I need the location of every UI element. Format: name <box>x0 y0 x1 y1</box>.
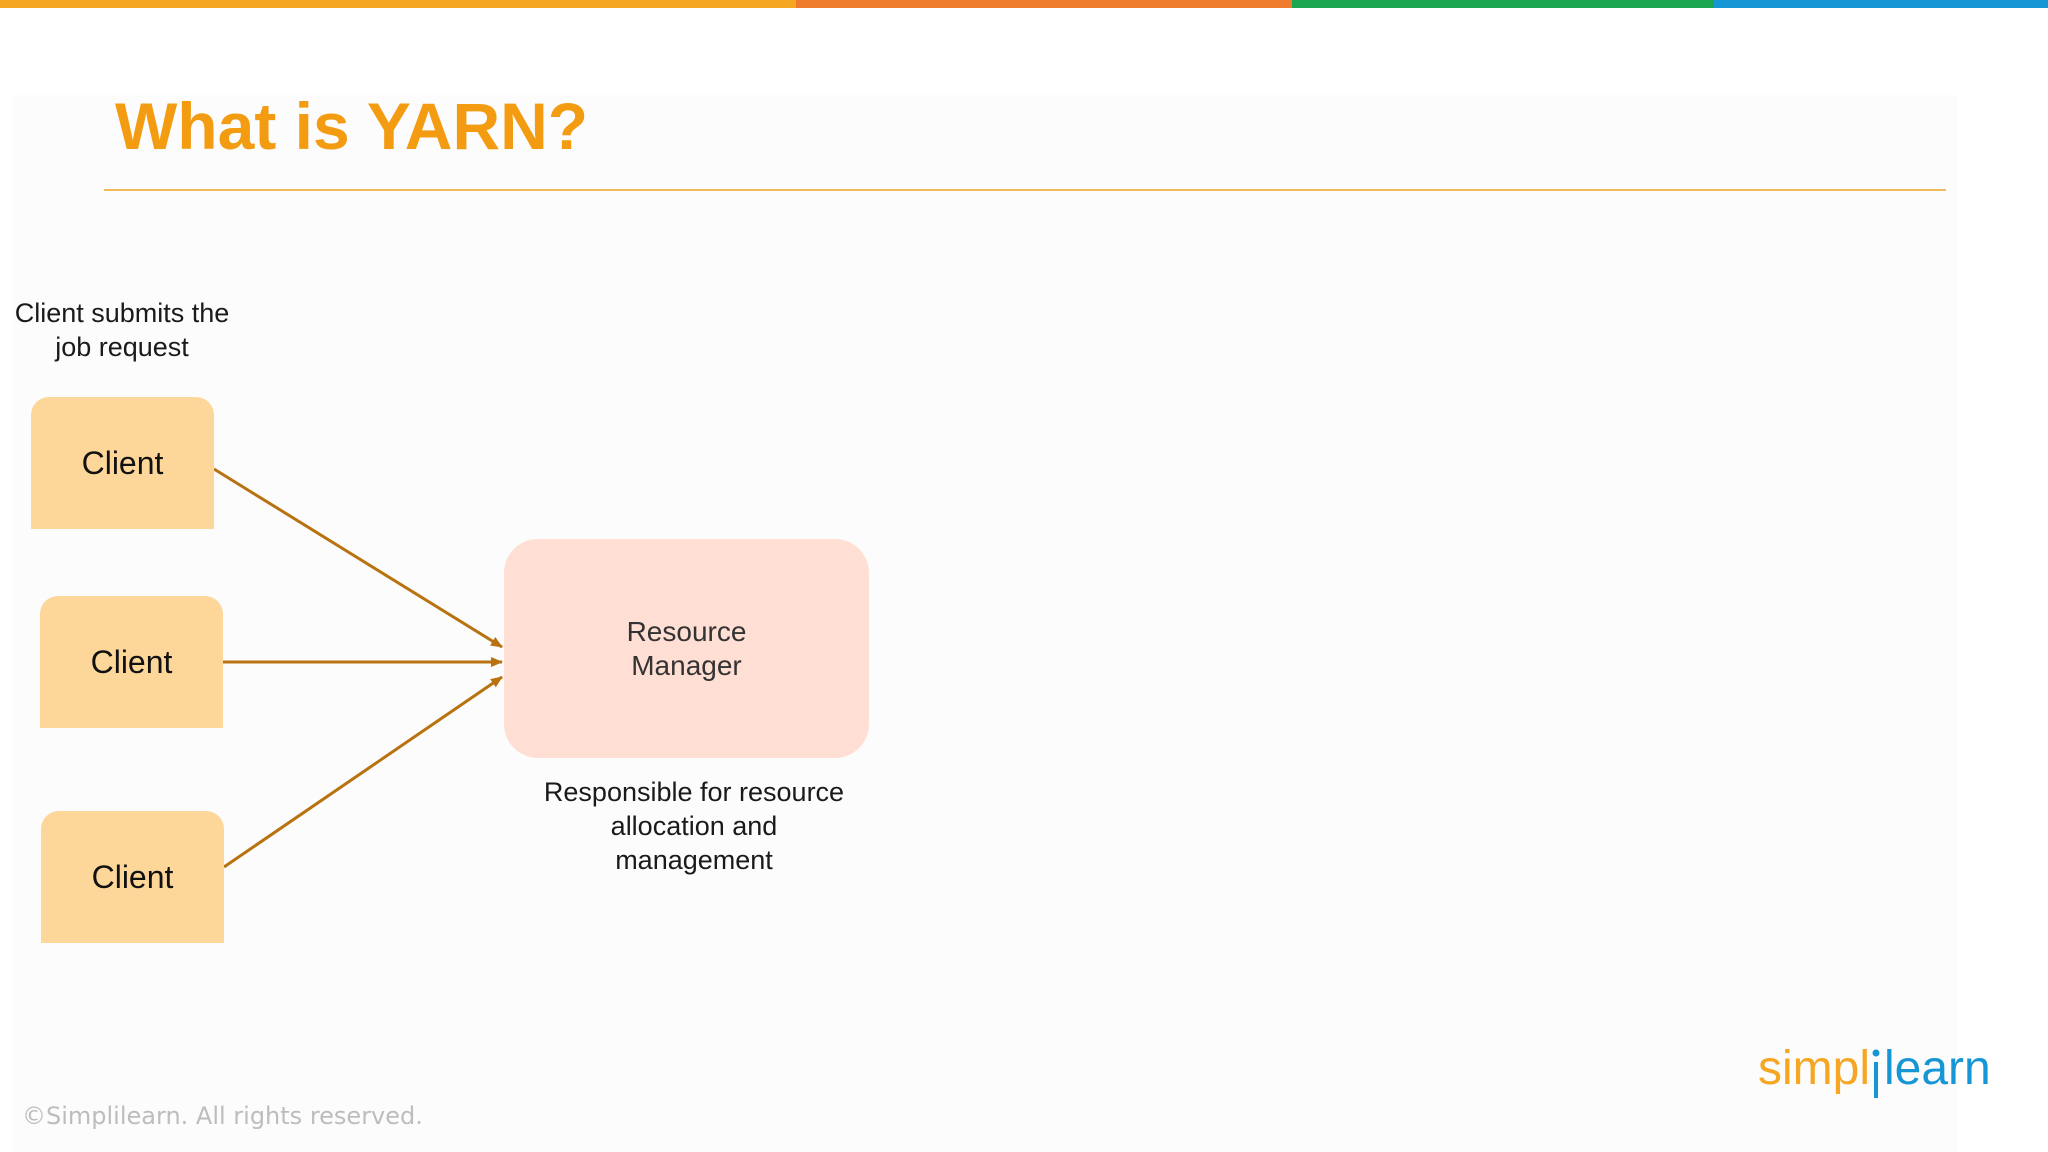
arrow-client3-to-rm <box>223 675 503 869</box>
simplilearn-logo: simpl learn <box>1758 1042 1988 1098</box>
client-annotation-line1: Client submits the <box>14 298 230 328</box>
client-box-3: Client <box>41 811 224 943</box>
rm-annotation-line2: allocation and <box>610 811 778 841</box>
client-label: Client <box>91 858 174 895</box>
rm-annotation-line1: Responsible for resource <box>543 777 845 807</box>
logo-text-simpl: simpl <box>1758 1042 1870 1095</box>
client-box-2: Client <box>40 596 223 728</box>
logo-i-dot <box>1872 1049 1880 1057</box>
client-annotation-line2: job request <box>55 332 189 362</box>
client-annotation: Client submits the job request <box>2 296 242 364</box>
logo-text-learn: learn <box>1884 1042 1988 1095</box>
resource-manager-box: Resource Manager <box>504 539 869 758</box>
top-bar-segment-orange <box>796 0 1292 8</box>
arrow-client1-to-rm <box>213 467 503 649</box>
client-label: Client <box>81 444 164 481</box>
copyright-text: ©Simplilearn. All rights reserved. <box>22 1102 423 1130</box>
content-panel <box>12 95 1957 1152</box>
logo-i-stem <box>1874 1062 1878 1098</box>
rm-annotation-line3: management <box>615 845 773 875</box>
top-color-bar <box>0 0 2048 8</box>
client-box-1: Client <box>31 397 214 529</box>
top-bar-segment-yellow <box>0 0 796 8</box>
resource-manager-line2: Manager <box>631 649 742 681</box>
resource-manager-annotation: Responsible for resource allocation and … <box>514 775 874 877</box>
top-bar-segment-green <box>1292 0 1714 8</box>
title-underline <box>104 189 1946 191</box>
resource-manager-line1: Resource <box>626 615 747 647</box>
top-bar-segment-blue <box>1714 0 2048 8</box>
slide-title: What is YARN? <box>115 89 589 163</box>
client-label: Client <box>90 643 173 680</box>
